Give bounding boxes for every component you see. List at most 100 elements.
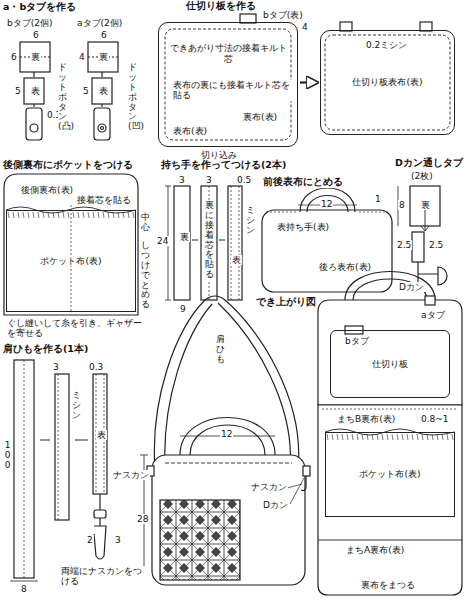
drawing-circle [30, 124, 38, 132]
drawing-line [342, 434, 343, 440]
callout-label: 裏 [420, 200, 431, 210]
callout-label: 9 [179, 304, 187, 314]
callout-label: ミシン [246, 205, 255, 237]
drawing-line [103, 212, 104, 218]
callout-label: 表布の裏にも接着キルト芯を貼る [172, 80, 292, 101]
drawing-line [38, 212, 39, 218]
section-heading: 前後表布にとめる [262, 177, 344, 188]
callout-label: ミシン [72, 390, 81, 422]
callout-label: 4 [301, 22, 309, 32]
drawing-line [407, 434, 408, 440]
callout-label: 3 [114, 535, 122, 545]
drawing-line [377, 434, 378, 440]
callout-label: 0.8~1 [420, 414, 450, 424]
callout-label: まちA裏布(表) [345, 545, 405, 555]
drawing-path [4, 174, 138, 315]
callout-label: 裏 [30, 52, 41, 62]
drawing-rect [93, 374, 107, 494]
callout-label: 表持ち手(表) [276, 222, 330, 232]
drawing-line [367, 434, 368, 440]
piece-label: ポケット布(表) [358, 469, 421, 480]
piece-label: 仕切り板 [371, 359, 409, 370]
drawing-line [63, 212, 64, 218]
drawing-rect [20, 42, 50, 72]
fabric-piece: ポケット布(表) [6, 210, 136, 312]
section-heading: でき上がり図 [255, 297, 317, 308]
drawing-circle [98, 124, 106, 132]
callout-label: 後ろ表布(表) [318, 262, 372, 272]
drawing-line [98, 212, 99, 218]
drawing-path [318, 300, 462, 405]
drawing-line [337, 434, 338, 440]
drawing-path [140, 436, 275, 585]
drawing-path [438, 267, 447, 285]
drawing-path [58, 374, 59, 520]
section-heading: 肩ひもを作る(1本) [2, 344, 89, 355]
drawing-line [83, 212, 84, 218]
section-heading: Dカン通しタブ [394, 158, 464, 169]
callout-label: bタブ(2個) [6, 18, 53, 28]
drawing-line [397, 434, 398, 440]
callout-label: ドットボタン(凹) [128, 62, 137, 133]
drawing-line [23, 212, 24, 218]
drawing-line [442, 434, 443, 440]
callout-label: 肩ひも [216, 334, 225, 366]
drawing-line [327, 434, 328, 440]
drawing-rect [26, 108, 42, 140]
drawing-line [382, 434, 383, 440]
callout-label: 裏布(表) [242, 112, 278, 122]
drawing-path [99, 494, 100, 510]
drawing-rect [92, 78, 112, 104]
callout-label: Dカン [398, 282, 425, 292]
drawing-path [300, 188, 355, 212]
drawing-path [318, 540, 462, 541]
callout-label: 裏に接着芯を貼る [205, 200, 214, 281]
drawing-g [4, 14, 462, 595]
callout-label: 0.3 [88, 362, 104, 372]
drawing-line [447, 434, 448, 440]
drawing-rect [94, 510, 106, 518]
callout-label: 両端にナスカンをつける [60, 566, 148, 587]
callout-label: ナスカン [112, 470, 150, 480]
callout-label: 5 [14, 86, 22, 96]
drawing-path [94, 518, 106, 559]
drawing-rect [262, 210, 392, 292]
callout-label: 8 [20, 584, 28, 594]
drawing-line [417, 434, 418, 440]
drawing-rect [412, 232, 424, 262]
piece-label: 仕切り板表布(表) [351, 77, 423, 88]
step-arrow [300, 81, 318, 83]
drawing-rect [55, 374, 69, 520]
drawing-path [301, 476, 306, 491]
drawing-line [133, 212, 134, 218]
drawing-rect [425, 296, 435, 305]
callout-label: 1 [374, 194, 382, 204]
drawing-line [48, 212, 49, 218]
drawing-rect [201, 186, 217, 300]
drawing-line [93, 212, 94, 218]
drawing-line [113, 212, 114, 218]
drawing-line [402, 434, 403, 440]
drawing-rect [88, 42, 118, 72]
drawing-line [108, 212, 109, 218]
drawing-line [73, 212, 74, 218]
callout-label: 5 [82, 86, 90, 96]
section-heading: 持ち手を作ってつける(2本) [160, 160, 287, 171]
callout-label: 表 [30, 86, 41, 96]
drawing-line [412, 434, 413, 440]
callout-label: 6 [32, 30, 40, 40]
drawing-line [43, 212, 44, 218]
callout-label: 3 [205, 175, 213, 185]
drawing-line [118, 212, 119, 218]
drawing-line [347, 434, 348, 440]
drawing-line [88, 212, 89, 218]
callout-label: 3 [178, 175, 186, 185]
drawing-path [266, 212, 388, 213]
drawing-line [357, 434, 358, 440]
drawing-line [68, 212, 69, 218]
drawing-line [432, 434, 433, 440]
drawing-line [128, 212, 129, 218]
piece-label: ポケット布(表) [39, 256, 102, 267]
callout-label: Dカン [262, 500, 289, 510]
